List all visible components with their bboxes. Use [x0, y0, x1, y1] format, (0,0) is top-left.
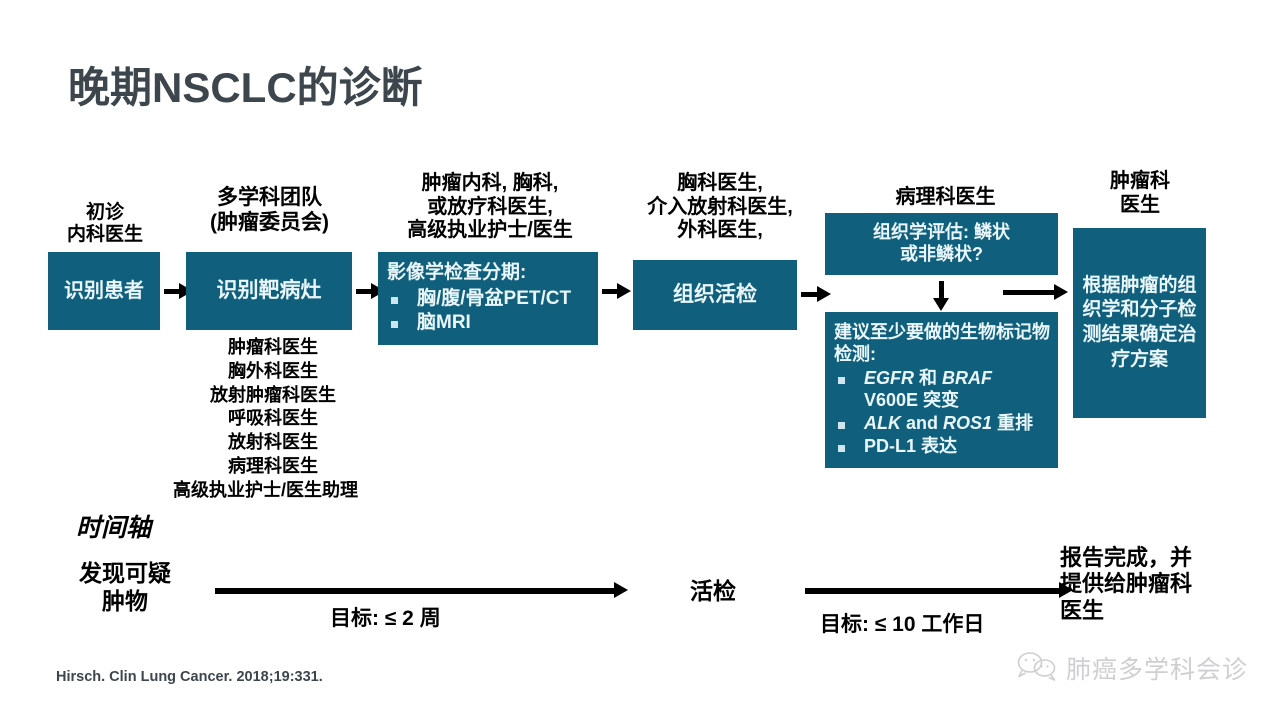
- list-item: 放射肿瘤科医生: [210, 384, 336, 405]
- timeline-goal-1: 目标: ≤ 2 周: [330, 607, 441, 630]
- imaging-bullet-list: 胸/腹/骨盆PET/CT 脑MRI: [387, 287, 592, 334]
- list-item: 肿瘤科医生: [228, 337, 318, 357]
- list-item: 脑MRI: [387, 311, 592, 334]
- timeline-arrow-2: [805, 582, 1073, 598]
- box-biomarker-testing[interactable]: 建议至少要做的生物标记物检测: EGFR 和 BRAF V600E 突变 ALK…: [825, 312, 1058, 468]
- page-title: 晚期NSCLC的诊断: [68, 64, 423, 111]
- list-item: 放射科医生: [228, 432, 318, 452]
- arrow-2: [356, 283, 385, 299]
- wechat-bubbles-icon: [1016, 651, 1058, 686]
- pdl1-expression: PD-L1 表达: [864, 435, 958, 456]
- gene-braf: BRAF: [942, 367, 993, 388]
- arrow-3: [602, 283, 631, 299]
- list-item: 高级执业护士/医生助理: [173, 479, 358, 500]
- timeline-end-text: 报告完成，并 提供给肿瘤科 医生: [1060, 545, 1193, 623]
- caption-biopsy-roles: 胸科医生, 介入放射科医生, 外科医生,: [647, 172, 793, 242]
- watermark-text: 肺癌多学科会诊: [1065, 656, 1248, 684]
- box-identify-patient[interactable]: 识别患者: [48, 252, 160, 330]
- box-identify-target-lesion[interactable]: 识别靶病灶: [186, 252, 352, 330]
- caption-pathologist: 病理科医生: [895, 186, 996, 208]
- caption-mdt: 多学科团队 (肿瘤委员会): [210, 186, 329, 234]
- box-imaging-staging[interactable]: 影像学检查分期: 胸/腹/骨盆PET/CT 脑MRI: [378, 252, 598, 345]
- arrow-5-down: [932, 281, 949, 311]
- caption-imaging-roles: 肿瘤内科, 胸科, 或放疗科医生, 高级执业护士/医生: [407, 172, 573, 242]
- list-item: 病理科医生: [228, 455, 318, 476]
- arrow-4: [801, 286, 831, 302]
- gene-egfr: EGFR: [864, 367, 915, 388]
- citation: Hirsch. Clin Lung Cancer. 2018;19:331.: [56, 669, 323, 685]
- arrow-6: [1003, 284, 1068, 300]
- box-histology-assessment[interactable]: 组织学评估: 鳞状 或非鳞状?: [825, 213, 1058, 275]
- list-item: 呼吸科医生: [228, 408, 318, 429]
- timeline-mid-text: 活检: [690, 578, 736, 604]
- box-treatment-plan[interactable]: 根据肿瘤的组织学和分子检测结果确定治疗方案: [1073, 228, 1206, 418]
- biomarker-head: 建议至少要做的生物标记物检测:: [834, 322, 1050, 364]
- list-item: 胸/腹/骨盆PET/CT: [387, 287, 592, 310]
- list-item: ALK and ROS1 重排: [834, 413, 1052, 435]
- conj-1: and: [901, 412, 944, 433]
- timeline-arrow-1: [215, 582, 628, 598]
- caption-initial-physician: 初诊 内科医生: [66, 202, 143, 246]
- imaging-head: 影像学检查分期:: [387, 262, 527, 283]
- mutation-v600e: V600E 突变: [864, 389, 960, 410]
- timeline-start-text: 发现可疑 肿物: [79, 560, 171, 614]
- gene-alk: ALK: [864, 412, 901, 433]
- list-item: EGFR 和 BRAF V600E 突变: [834, 368, 1052, 412]
- list-item: 胸外科医生: [228, 360, 318, 381]
- caption-oncologist: 肿瘤科 医生: [1110, 170, 1170, 216]
- timeline-goal-2: 目标: ≤ 10 工作日: [820, 613, 985, 636]
- rearrangement: 重排: [992, 412, 1034, 433]
- arrow-1: [164, 283, 193, 299]
- watermark: 肺癌多学科会诊: [1016, 650, 1248, 686]
- list-item: PD-L1 表达: [834, 436, 1052, 458]
- conj-0: 和: [914, 367, 943, 388]
- box-tissue-biopsy[interactable]: 组织活检: [633, 260, 797, 330]
- mdt-member-list: 肿瘤科医生 胸外科医生 放射肿瘤科医生 呼吸科医生 放射科医生 病理科医生 高级…: [173, 336, 368, 502]
- gene-ros1: ROS1: [943, 412, 993, 433]
- biomarker-bullet-list: EGFR 和 BRAF V600E 突变 ALK and ROS1 重排 PD-…: [834, 368, 1052, 458]
- timeline-label: 时间轴: [76, 514, 152, 542]
